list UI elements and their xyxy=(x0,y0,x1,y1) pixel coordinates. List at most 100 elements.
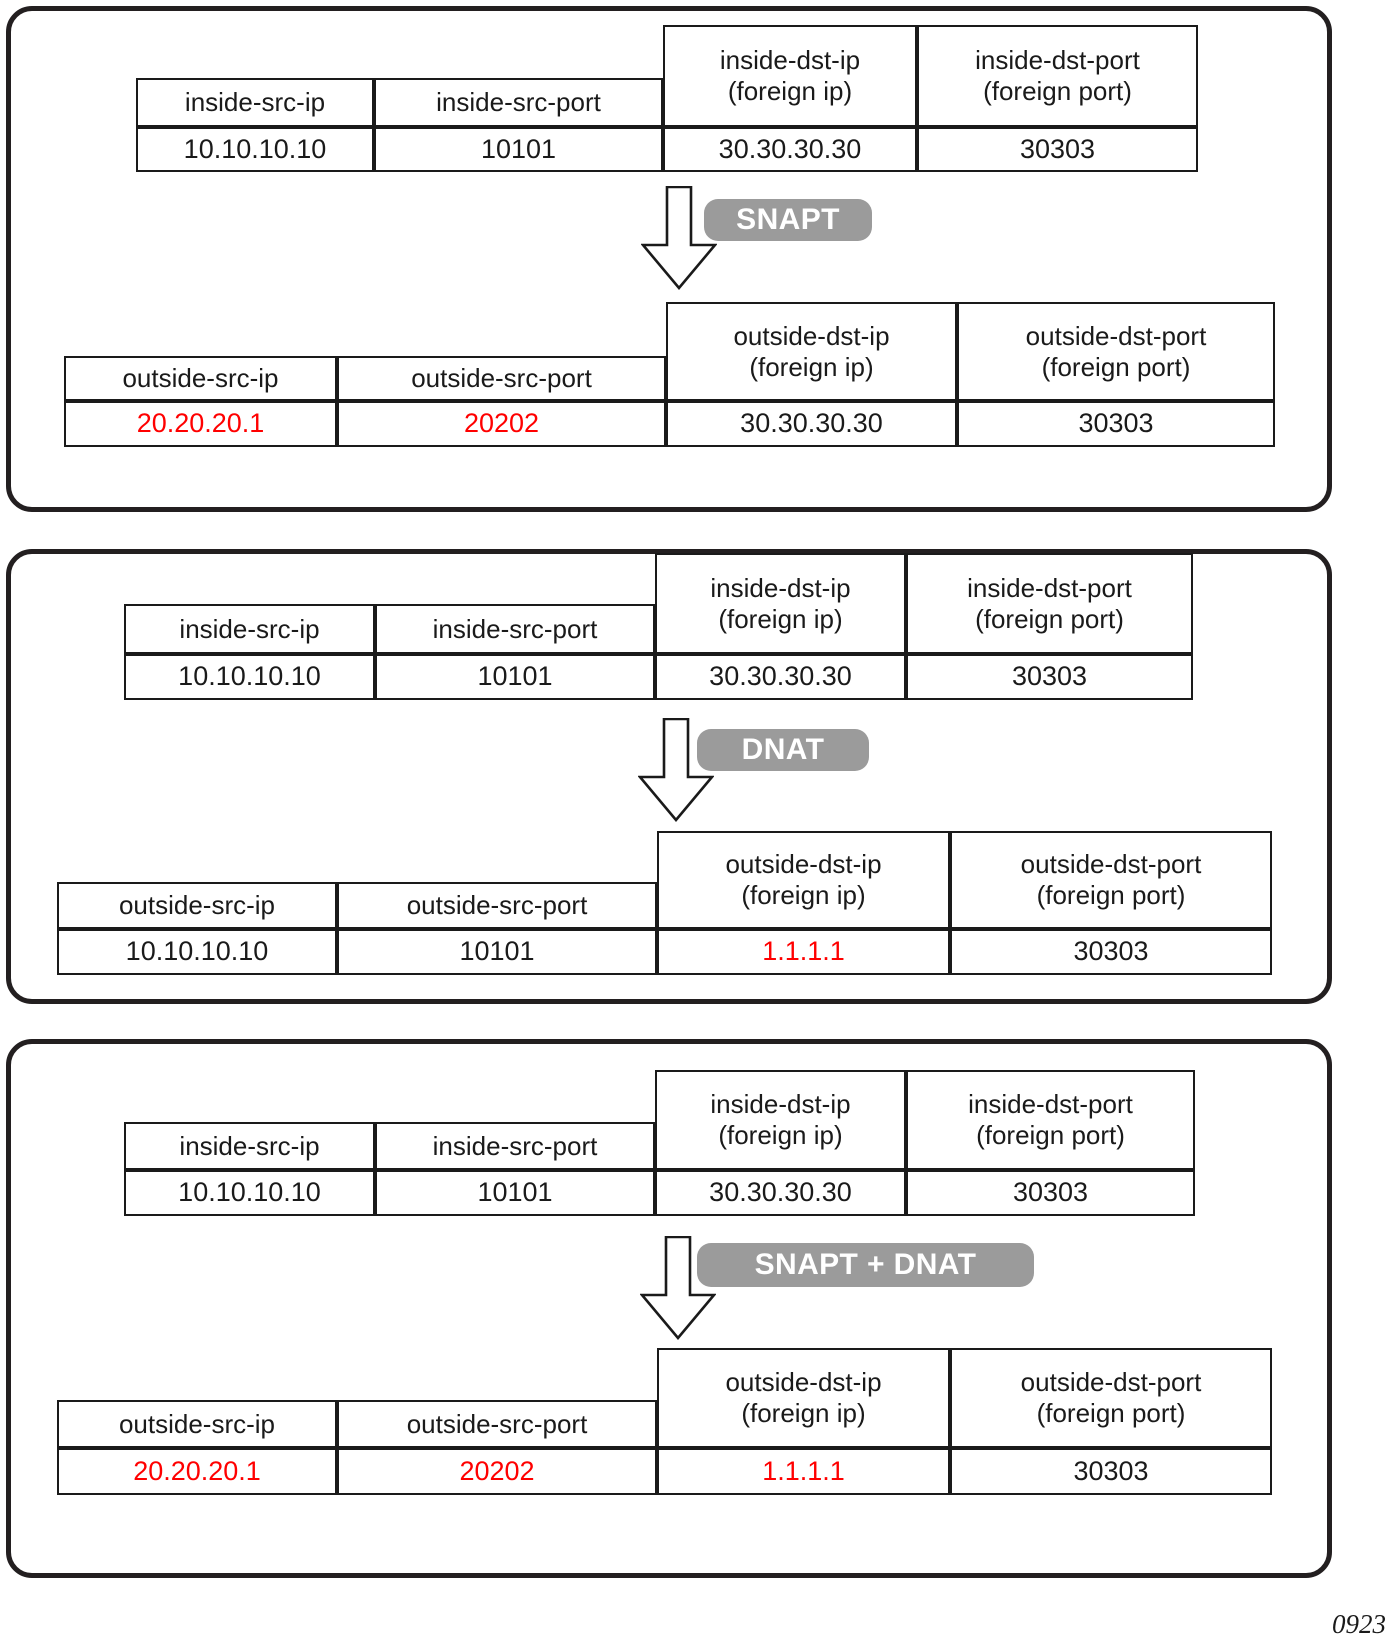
table-spacer xyxy=(57,1348,337,1400)
table-header-cell: inside-src-ip xyxy=(136,78,374,127)
table-value-cell: 30303 xyxy=(906,654,1193,700)
down-block-arrow-icon xyxy=(641,186,717,290)
header-line-1: inside-dst-port xyxy=(967,572,1132,603)
table-value-cell: 10.10.10.10 xyxy=(124,654,375,700)
header-line-1: inside-dst-ip xyxy=(710,572,851,603)
header-line-2: (foreign port) xyxy=(1036,880,1186,910)
table-header-cell: outside-dst-port(foreign port) xyxy=(950,831,1272,929)
header-line-2: (foreign ip) xyxy=(718,603,843,634)
header-line-1: inside-dst-port xyxy=(968,1089,1133,1120)
nat-operation-badge: SNAPT xyxy=(704,199,872,241)
table-spacer xyxy=(337,302,666,356)
down-block-arrow-icon xyxy=(638,718,714,822)
table-header-cell: outside-src-port xyxy=(337,1400,657,1448)
table-value-cell-translated: 20.20.20.1 xyxy=(64,401,337,447)
table-value-cell: 30303 xyxy=(957,401,1275,447)
header-line-1: inside-src-ip xyxy=(179,613,320,644)
nat-operation-badge: DNAT xyxy=(697,729,869,771)
header-line-1: outside-src-ip xyxy=(122,363,279,394)
header-line-1: inside-dst-ip xyxy=(719,45,861,76)
table-value-cell: 30303 xyxy=(906,1170,1195,1216)
table-value-cell: 10101 xyxy=(374,127,663,172)
table-value-cell-translated: 20.20.20.1 xyxy=(57,1448,337,1495)
header-line-1: inside-dst-ip xyxy=(710,1089,851,1120)
table-header-cell: inside-src-port xyxy=(374,78,663,127)
header-line-2: (foreign port) xyxy=(983,76,1132,106)
table-value-cell: 30.30.30.30 xyxy=(663,127,917,172)
table-spacer xyxy=(337,1348,657,1400)
table-spacer xyxy=(124,1070,375,1122)
table-header-cell: inside-dst-ip(foreign ip) xyxy=(663,25,917,127)
header-line-1: outside-src-port xyxy=(406,1408,588,1439)
table-header-cell: outside-src-ip xyxy=(57,882,337,929)
table-spacer xyxy=(374,25,663,78)
table-value-cell: 30303 xyxy=(950,929,1272,975)
table-header-cell: inside-src-ip xyxy=(124,604,375,654)
table-header-cell: inside-dst-port(foreign port) xyxy=(917,25,1198,127)
table-value-cell: 30.30.30.30 xyxy=(655,1170,906,1216)
header-line-1: outside-dst-port xyxy=(1020,849,1202,880)
table-header-cell: inside-dst-ip(foreign ip) xyxy=(655,553,906,654)
table-header-cell: inside-dst-port(foreign port) xyxy=(906,553,1193,654)
nat-table-before: inside-src-ip inside-src-port inside-dst-i… xyxy=(136,25,1198,172)
header-line-1: inside-src-port xyxy=(432,1130,598,1161)
table-header-cell: inside-src-port xyxy=(375,1122,655,1170)
header-line-2: (foreign ip) xyxy=(741,1398,866,1428)
table-value-cell-translated: 20202 xyxy=(337,401,666,447)
table-spacer xyxy=(124,553,375,604)
table-header-cell: outside-dst-ip(foreign ip) xyxy=(666,302,957,401)
table-spacer xyxy=(57,831,337,882)
table-header-cell: outside-dst-ip(foreign ip) xyxy=(657,831,950,929)
table-spacer xyxy=(375,1070,655,1122)
table-header-cell: inside-src-port xyxy=(375,604,655,654)
table-value-cell: 10.10.10.10 xyxy=(57,929,337,975)
figure-footer-code: 0923 xyxy=(1332,1609,1386,1639)
table-header-cell: outside-dst-port(foreign port) xyxy=(950,1348,1272,1448)
header-line-1: outside-src-port xyxy=(411,363,592,394)
table-value-cell: 10101 xyxy=(375,654,655,700)
table-value-cell: 10.10.10.10 xyxy=(136,127,374,172)
header-line-1: outside-dst-port xyxy=(1025,320,1207,351)
header-line-2: (foreign port) xyxy=(976,1120,1125,1150)
header-line-1: outside-dst-port xyxy=(1020,1367,1202,1398)
header-line-1: outside-src-ip xyxy=(118,890,276,921)
header-line-1: outside-dst-ip xyxy=(733,320,890,351)
header-line-1: inside-src-port xyxy=(432,613,598,644)
table-value-cell: 10101 xyxy=(337,929,657,975)
header-line-1: outside-src-port xyxy=(406,890,588,921)
table-header-cell: outside-dst-ip(foreign ip) xyxy=(657,1348,950,1448)
table-header-cell: outside-src-port xyxy=(337,882,657,929)
table-value-cell-translated: 1.1.1.1 xyxy=(657,929,950,975)
table-header-cell: inside-dst-ip(foreign ip) xyxy=(655,1070,906,1170)
header-line-2: (foreign ip) xyxy=(749,351,874,382)
header-line-1: inside-src-port xyxy=(436,87,601,118)
table-header-cell: inside-dst-port(foreign port) xyxy=(906,1070,1195,1170)
table-value-cell: 10.10.10.10 xyxy=(124,1170,375,1216)
table-value-cell: 30.30.30.30 xyxy=(655,654,906,700)
nat-table-before: inside-src-ip inside-src-port inside-dst-i… xyxy=(124,553,1193,700)
down-block-arrow-icon xyxy=(640,1236,716,1340)
table-value-cell: 30303 xyxy=(917,127,1198,172)
table-value-cell: 30.30.30.30 xyxy=(666,401,957,447)
header-line-1: inside-dst-port xyxy=(975,45,1140,76)
table-value-cell-translated: 20202 xyxy=(337,1448,657,1495)
table-value-cell: 30303 xyxy=(950,1448,1272,1495)
header-line-2: (foreign ip) xyxy=(741,880,866,910)
header-line-2: (foreign ip) xyxy=(718,1120,843,1150)
nat-table-after: outside-src-ip outside-src-port outside-ds… xyxy=(57,1348,1272,1495)
header-line-1: inside-src-ip xyxy=(184,87,326,118)
table-header-cell: outside-src-ip xyxy=(64,356,337,401)
table-value-cell-translated: 1.1.1.1 xyxy=(657,1448,950,1495)
table-spacer xyxy=(337,831,657,882)
nat-operation-badge: SNAPT + DNAT xyxy=(697,1243,1034,1287)
header-line-2: (foreign port) xyxy=(1041,351,1191,382)
table-header-cell: outside-src-port xyxy=(337,356,666,401)
table-spacer xyxy=(136,25,374,78)
header-line-1: outside-src-ip xyxy=(118,1408,276,1439)
nat-table-after: outside-src-ip outside-src-port outside-ds… xyxy=(64,302,1275,447)
header-line-1: outside-dst-ip xyxy=(725,849,882,880)
header-line-2: (foreign ip) xyxy=(727,76,853,106)
table-header-cell: outside-dst-port(foreign port) xyxy=(957,302,1275,401)
table-spacer xyxy=(64,302,337,356)
